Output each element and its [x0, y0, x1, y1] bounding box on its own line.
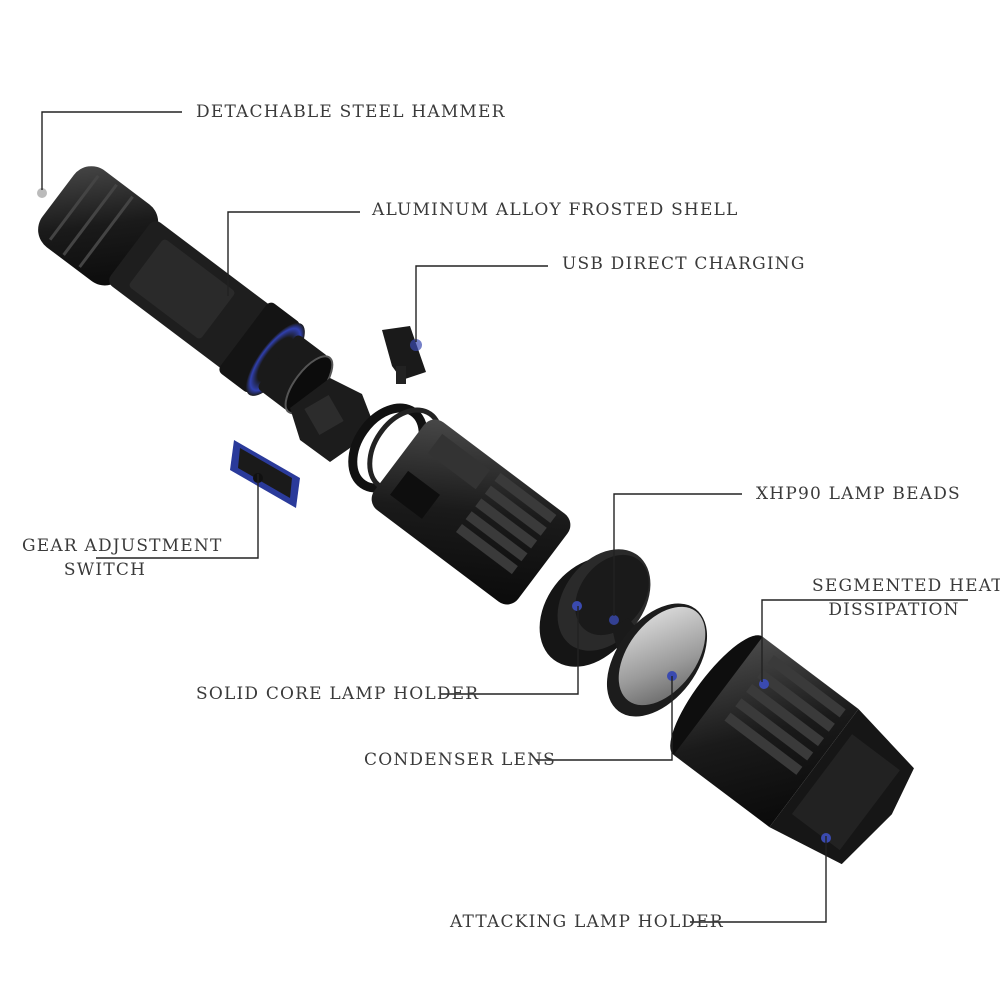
usb-port-part — [382, 326, 426, 384]
main-body-part — [371, 419, 571, 605]
label-steel-hammer: DETACHABLE STEEL HAMMER — [196, 102, 506, 122]
leader-lines — [41, 111, 968, 923]
leader-gear-switch — [96, 474, 259, 559]
leader-lamp-holder — [440, 606, 579, 695]
leader-hammer — [41, 111, 182, 190]
tail-cap-part — [37, 166, 334, 415]
label-lamp-holder: SOLID CORE LAMP HOLDER — [196, 684, 480, 704]
leader-attacking — [690, 836, 827, 923]
label-heat-line2: DISSIPATION — [828, 600, 960, 620]
label-heat-line1: SEGMENTED HEAT — [812, 576, 1000, 596]
head-part — [670, 635, 914, 865]
label-lamp-beads: XHP90 LAMP BEADS — [756, 484, 961, 504]
label-usb-charging: USB DIRECT CHARGING — [562, 254, 806, 274]
leader-usb — [415, 265, 548, 342]
gear-switch-part — [230, 440, 300, 508]
label-heat-dissipation: SEGMENTED HEAT DISSIPATION — [812, 574, 1000, 622]
leader-heat — [761, 599, 968, 682]
leader-lamp-beads — [613, 493, 742, 616]
label-gear-switch: GEAR ADJUSTMENT SWITCH — [22, 534, 223, 582]
label-condenser-lens: CONDENSER LENS — [364, 750, 557, 770]
leader-condenser — [536, 676, 673, 761]
leader-shell — [227, 211, 360, 296]
label-gear-switch-line2: SWITCH — [63, 560, 147, 580]
condenser-lens-part — [606, 603, 708, 717]
lamp-holder-part — [539, 549, 651, 667]
label-gear-switch-line1: GEAR ADJUSTMENT — [22, 536, 223, 556]
label-attacking-holder: ATTACKING LAMP HOLDER — [450, 912, 724, 932]
label-frosted-shell: ALUMINUM ALLOY FROSTED SHELL — [372, 200, 739, 220]
